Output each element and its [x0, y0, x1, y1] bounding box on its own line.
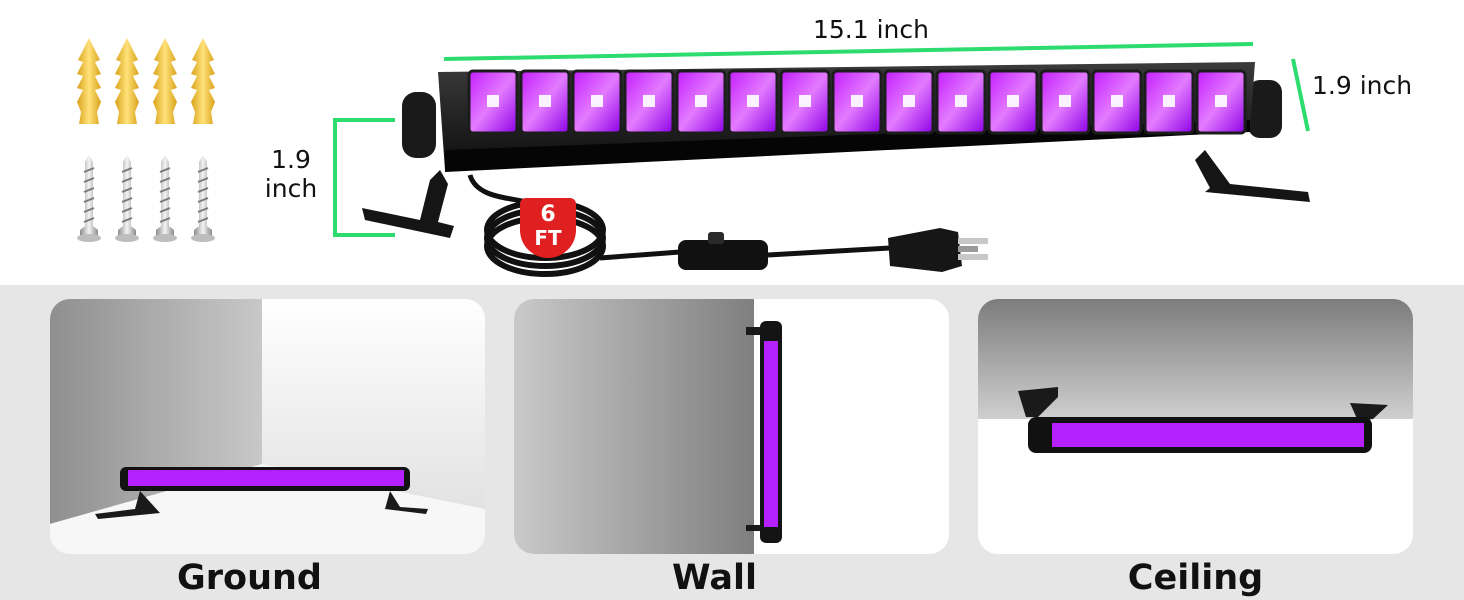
cable-length-badge: 6 FT	[520, 198, 576, 258]
wall-anchor-icon	[115, 38, 139, 124]
led-chip	[1059, 95, 1071, 107]
ground-mount-label: Ground	[177, 558, 322, 598]
led-chip	[903, 95, 915, 107]
led-chip	[747, 95, 759, 107]
ground-scene	[50, 299, 485, 554]
height-dimension-label: 1.9 inch	[1312, 71, 1413, 100]
wall-mount-panel	[514, 299, 949, 554]
led-chip	[955, 95, 967, 107]
cable-length-unit: FT	[534, 226, 562, 250]
ceiling-scene	[978, 299, 1413, 554]
screw-icon	[77, 155, 101, 242]
ceiling-mount-panel	[978, 299, 1413, 554]
led-chip	[1215, 95, 1227, 107]
wall-mount-label: Wall	[672, 558, 757, 598]
hardware-accessories	[77, 38, 215, 242]
led-chip	[799, 95, 811, 107]
dimension-lines	[333, 42, 1310, 237]
screw-icon	[191, 155, 215, 242]
screw-icon	[115, 155, 139, 242]
mount-height-value: 1.9	[271, 145, 311, 174]
inline-switch-icon	[678, 232, 768, 270]
power-plug-icon	[888, 228, 988, 272]
cable-length-number: 6	[540, 202, 556, 227]
led-chip	[1163, 95, 1175, 107]
wall-anchor-icon	[191, 38, 215, 124]
led-chip	[643, 95, 655, 107]
led-chip	[591, 95, 603, 107]
wall-scene	[514, 299, 949, 554]
wall-anchor-icon	[77, 38, 101, 124]
mount-height-label: 1.9 inch	[262, 145, 320, 204]
led-chip	[1007, 95, 1019, 107]
ceiling-mount-label: Ceiling	[1127, 558, 1264, 598]
led-chip	[851, 95, 863, 107]
mount-height-unit: inch	[264, 173, 318, 203]
led-chip	[1111, 95, 1123, 107]
screw-icon	[153, 155, 177, 242]
ground-mount-panel	[50, 299, 485, 554]
led-chip	[695, 95, 707, 107]
uv-led-array	[467, 69, 1247, 135]
length-dimension-label: 15.1 inch	[813, 15, 929, 44]
wall-anchor-icon	[153, 38, 177, 124]
led-chip	[539, 95, 551, 107]
led-chip	[487, 95, 499, 107]
